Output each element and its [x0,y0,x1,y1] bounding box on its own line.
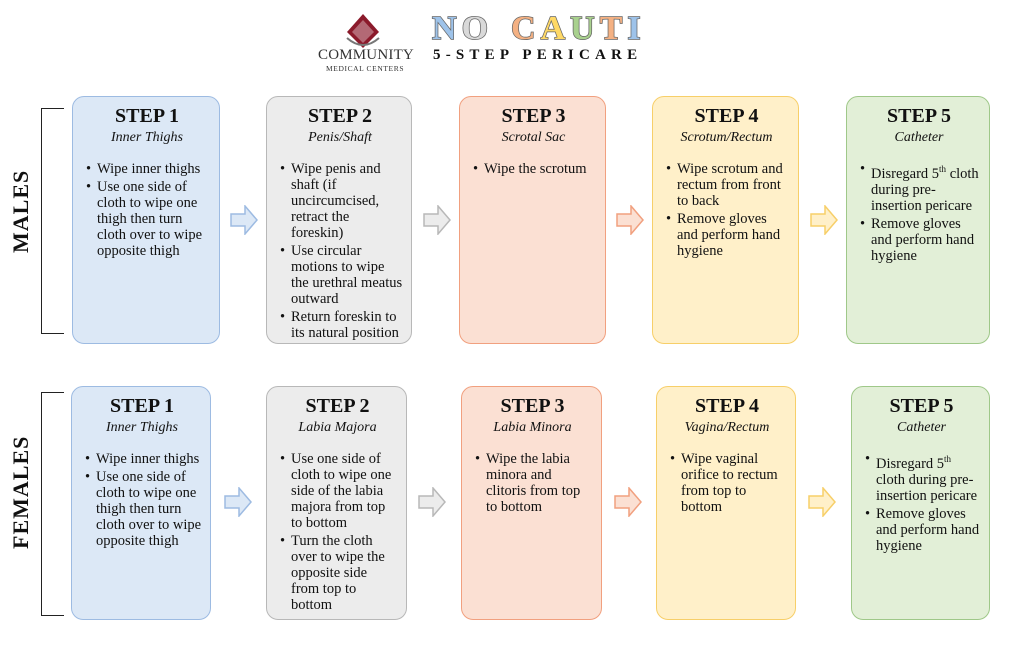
step-title: STEP 1 [110,395,174,417]
community-logo-icon [346,14,380,48]
right-arrow-icon [614,487,642,517]
title-letter: O [461,9,494,48]
females-step-4-card: STEP 4 Vagina/RectumWipe vaginal orifice … [656,386,796,620]
step-subtitle: Labia Minora [493,420,572,435]
ordinal-suffix: th [944,454,952,464]
males-step-1-card: STEP 1 Inner ThighsWipe inner thighsUse o… [72,96,220,344]
males-step-2-card: STEP 2 Penis/ShaftWipe penis and shaft (i… [266,96,412,344]
step-subtitle: Scrotal Sac [501,130,566,145]
step-bullet: Use one side of cloth to wipe one thigh … [85,469,202,549]
logo-text-community: COMMUNITY [318,47,414,63]
right-arrow-icon [616,205,644,235]
females-step-5-card: STEP 5 CatheterDisregard 5th cloth during… [851,386,990,620]
step-bullet-list: Wipe vaginal orifice to rectum from top … [667,451,787,515]
step-bullet-list: Disregard 5th cloth during pre-insertion… [857,161,981,264]
step-bullet: Use circular motions to wipe the urethra… [280,243,403,307]
step-title: STEP 3 [501,105,566,127]
step-bullet-list: Use one side of cloth to wipe one side o… [277,451,398,613]
step-title: STEP 1 [115,105,179,127]
bullet-text: Disregard 5 [876,455,945,472]
step-bullet: Remove gloves and perform hand hygiene [865,506,981,554]
bullet-text: cloth during pre-insertion pericare [876,471,978,504]
females-step-1-card: STEP 1 Inner ThighsWipe inner thighsUse o… [71,386,211,620]
step-bullet: Wipe the scrotum [473,161,597,177]
step-subtitle: Catheter [897,420,946,435]
title-letter: A [540,9,571,48]
step-bullet: Wipe penis and shaft (if uncircumcised, … [280,161,403,241]
row-label-females: FEMALES [8,435,33,549]
step-subtitle: Labia Majora [298,420,377,435]
page-subtitle: 5-STEP PERICARE [433,47,643,63]
logo-text-medical-centers: MEDICAL CENTERS [326,64,405,73]
step-bullet: Return foreskin to its natural position [280,309,403,341]
step-bullet: Wipe vaginal orifice to rectum from top … [670,451,787,515]
step-bullet: Turn the cloth over to wipe the opposite… [280,533,398,613]
step-bullet-list: Wipe inner thighsUse one side of cloth t… [82,451,202,549]
males-step-3-card: STEP 3 Scrotal SacWipe the scrotum [459,96,606,344]
step-bullet: Disregard 5th cloth during pre-insertion… [860,161,981,214]
row-label-males: MALES [8,169,33,253]
step-title: STEP 4 [695,395,759,417]
right-arrow-icon [423,205,451,235]
step-bullet: Use one side of cloth to wipe one thigh … [86,179,211,259]
step-bullet-list: Wipe penis and shaft (if uncircumcised, … [277,161,403,341]
step-bullet: Wipe inner thighs [85,451,202,467]
right-arrow-icon [418,487,446,517]
right-arrow-icon [810,205,838,235]
step-subtitle: Inner Thighs [111,130,183,145]
step-subtitle: Scrotum/Rectum [680,130,773,145]
title-letter: C [510,9,541,48]
step-title: STEP 2 [305,395,370,417]
step-bullet-list: Disregard 5th cloth during pre-insertion… [862,451,981,554]
page-title: NO CAUTI [431,9,646,48]
step-bullet: Wipe inner thighs [86,161,211,177]
step-bullet: Wipe scrotum and rectum from front to ba… [666,161,790,209]
step-bullet: Use one side of cloth to wipe one side o… [280,451,398,531]
title-letter: N [431,9,462,48]
step-title: STEP 4 [694,105,759,127]
right-arrow-icon [230,205,258,235]
step-subtitle: Catheter [894,130,944,145]
step-bullet: Disregard 5th cloth during pre-insertion… [865,451,981,504]
bullet-text: cloth during pre-insertion pericare [871,165,979,214]
ordinal-suffix: th [939,164,947,174]
step-bullet-list: Wipe the labia minora and clitoris from … [472,451,593,515]
step-subtitle: Penis/Shaft [308,130,372,145]
step-bullet: Remove gloves and perform hand hygiene [860,216,981,264]
males-step-5-card: STEP 5 CatheterDisregard 5th cloth during… [846,96,990,344]
step-bullet-list: Wipe inner thighsUse one side of cloth t… [83,161,211,259]
step-bullet-list: Wipe scrotum and rectum from front to ba… [663,161,790,259]
right-arrow-icon [224,487,252,517]
males-step-4-card: STEP 4 Scrotum/RectumWipe scrotum and rec… [652,96,799,344]
step-bullet-list: Wipe the scrotum [470,161,597,177]
title-letter: I [627,9,646,48]
females-bracket [41,392,64,616]
right-arrow-icon [808,487,836,517]
step-title: STEP 2 [308,105,372,127]
step-subtitle: Vagina/Rectum [684,420,770,435]
step-bullet: Remove gloves and perform hand hygiene [666,211,790,259]
females-step-2-card: STEP 2 Labia MajoraUse one side of cloth … [266,386,407,620]
step-bullet: Wipe the labia minora and clitoris from … [475,451,593,515]
bullet-text: Disregard 5 [871,165,940,182]
females-step-3-card: STEP 3 Labia MinoraWipe the labia minora … [461,386,602,620]
step-subtitle: Inner Thighs [106,420,178,435]
title-letter: U [569,9,600,48]
step-title: STEP 3 [500,395,565,417]
males-bracket [41,108,64,334]
step-title: STEP 5 [887,105,951,127]
step-title: STEP 5 [889,395,954,417]
title-letter: T [599,9,628,48]
